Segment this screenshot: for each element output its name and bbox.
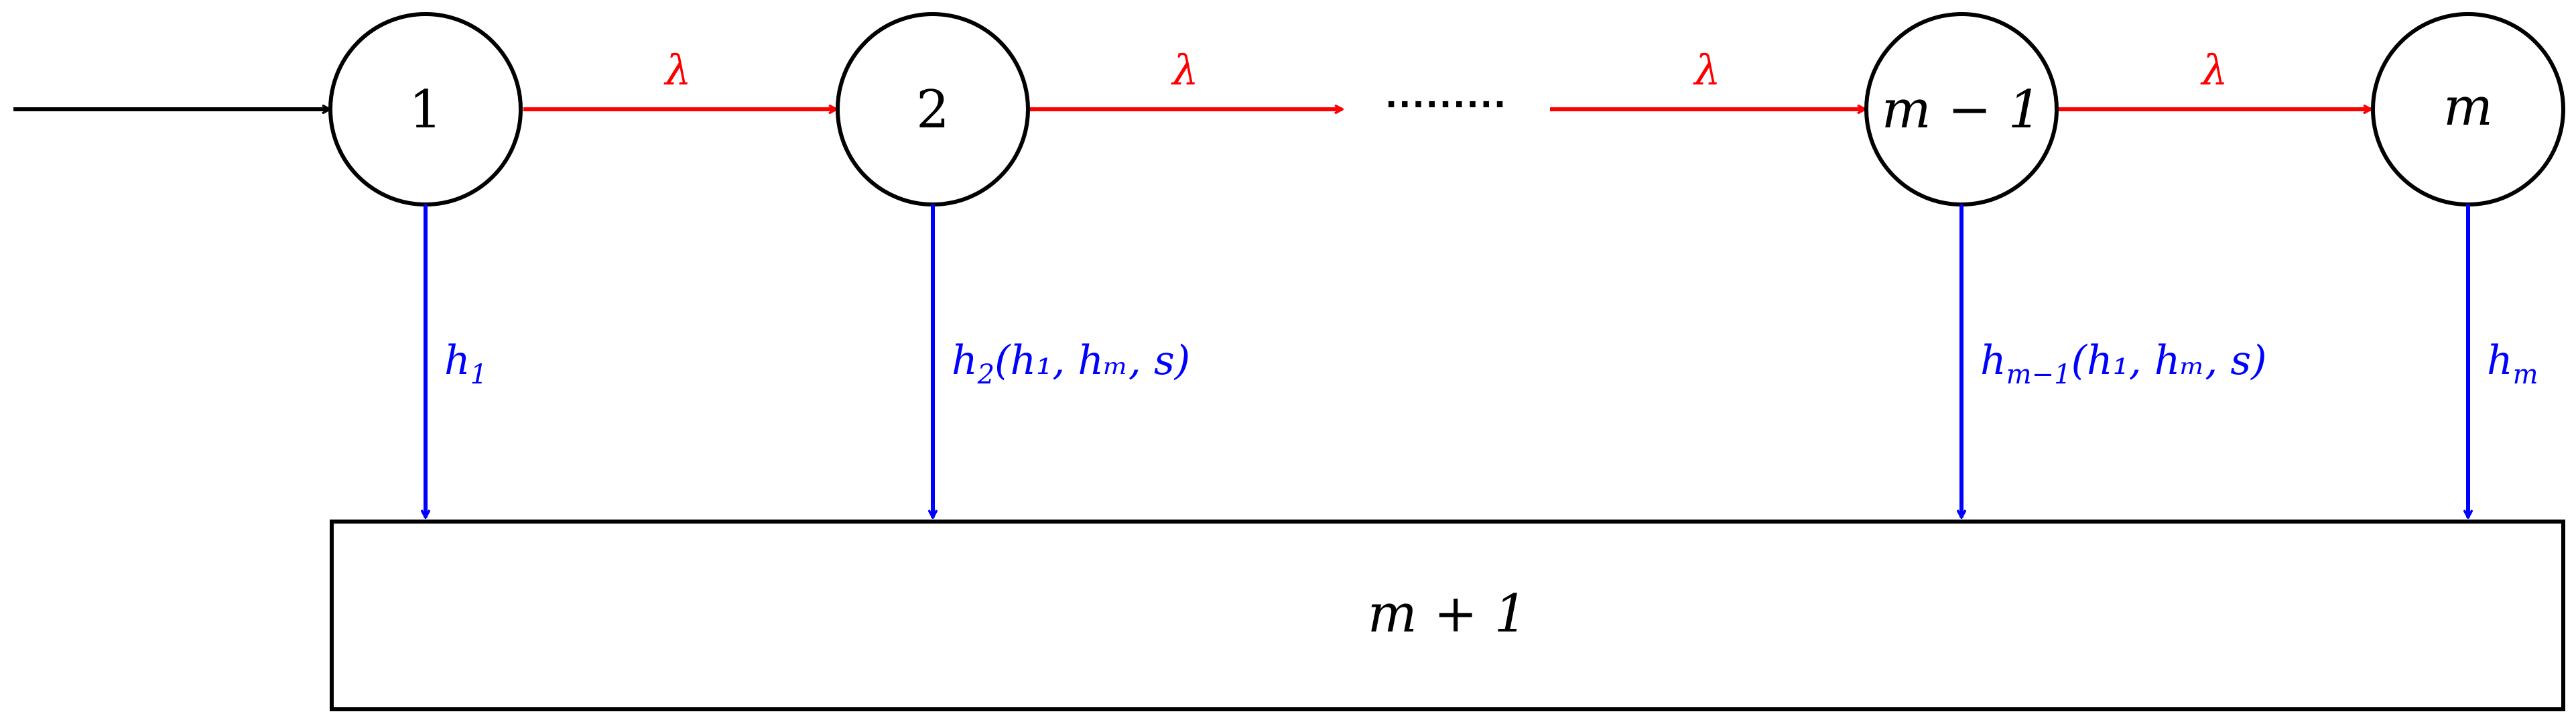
lambda-label-1: λ xyxy=(663,46,691,95)
absorption-label-h2-base: h xyxy=(952,337,978,384)
state-node-m-minus-1-label: m − 1 xyxy=(1882,80,2042,140)
absorption-label-hm1-args: (h₁, hₘ, s) xyxy=(2071,337,2267,384)
absorption-label-hm: hm xyxy=(2487,337,2538,390)
absorption-label-h2-args: (h₁, hₘ, s) xyxy=(994,337,1190,384)
lambda-label-4: λ xyxy=(2199,46,2228,95)
state-node-2: 2 xyxy=(836,12,1030,206)
ellipsis: ········· xyxy=(1385,86,1507,123)
lambda-label-3: λ xyxy=(1692,46,1720,95)
absorbing-state-box: m + 1 xyxy=(330,520,2565,711)
state-node-m-label: m xyxy=(2443,77,2493,137)
absorption-label-h1-sub: 1 xyxy=(470,359,487,390)
state-node-m-minus-1: m − 1 xyxy=(1864,12,2059,206)
absorption-label-hm-sub: m xyxy=(2513,359,2538,390)
lambda-label-2: λ xyxy=(1170,46,1198,95)
state-node-2-label: 2 xyxy=(916,80,950,140)
absorbing-state-label: m + 1 xyxy=(1368,584,1528,644)
absorption-label-h2-sub: 2 xyxy=(977,359,994,390)
absorption-label-h2: h2(h₁, hₘ, s) xyxy=(952,337,1190,390)
absorption-label-h1: h1 xyxy=(444,337,487,390)
absorption-label-hm-base: h xyxy=(2487,337,2513,384)
absorption-label-hm1: hm−1(h₁, hₘ, s) xyxy=(1980,337,2267,390)
absorption-label-hm1-sub: m−1 xyxy=(2006,359,2071,390)
state-node-m: m xyxy=(2371,12,2565,206)
absorption-label-hm1-base: h xyxy=(1980,337,2006,384)
state-node-1: 1 xyxy=(328,12,523,206)
state-node-1-label: 1 xyxy=(409,80,442,140)
absorption-label-h1-base: h xyxy=(444,337,470,384)
